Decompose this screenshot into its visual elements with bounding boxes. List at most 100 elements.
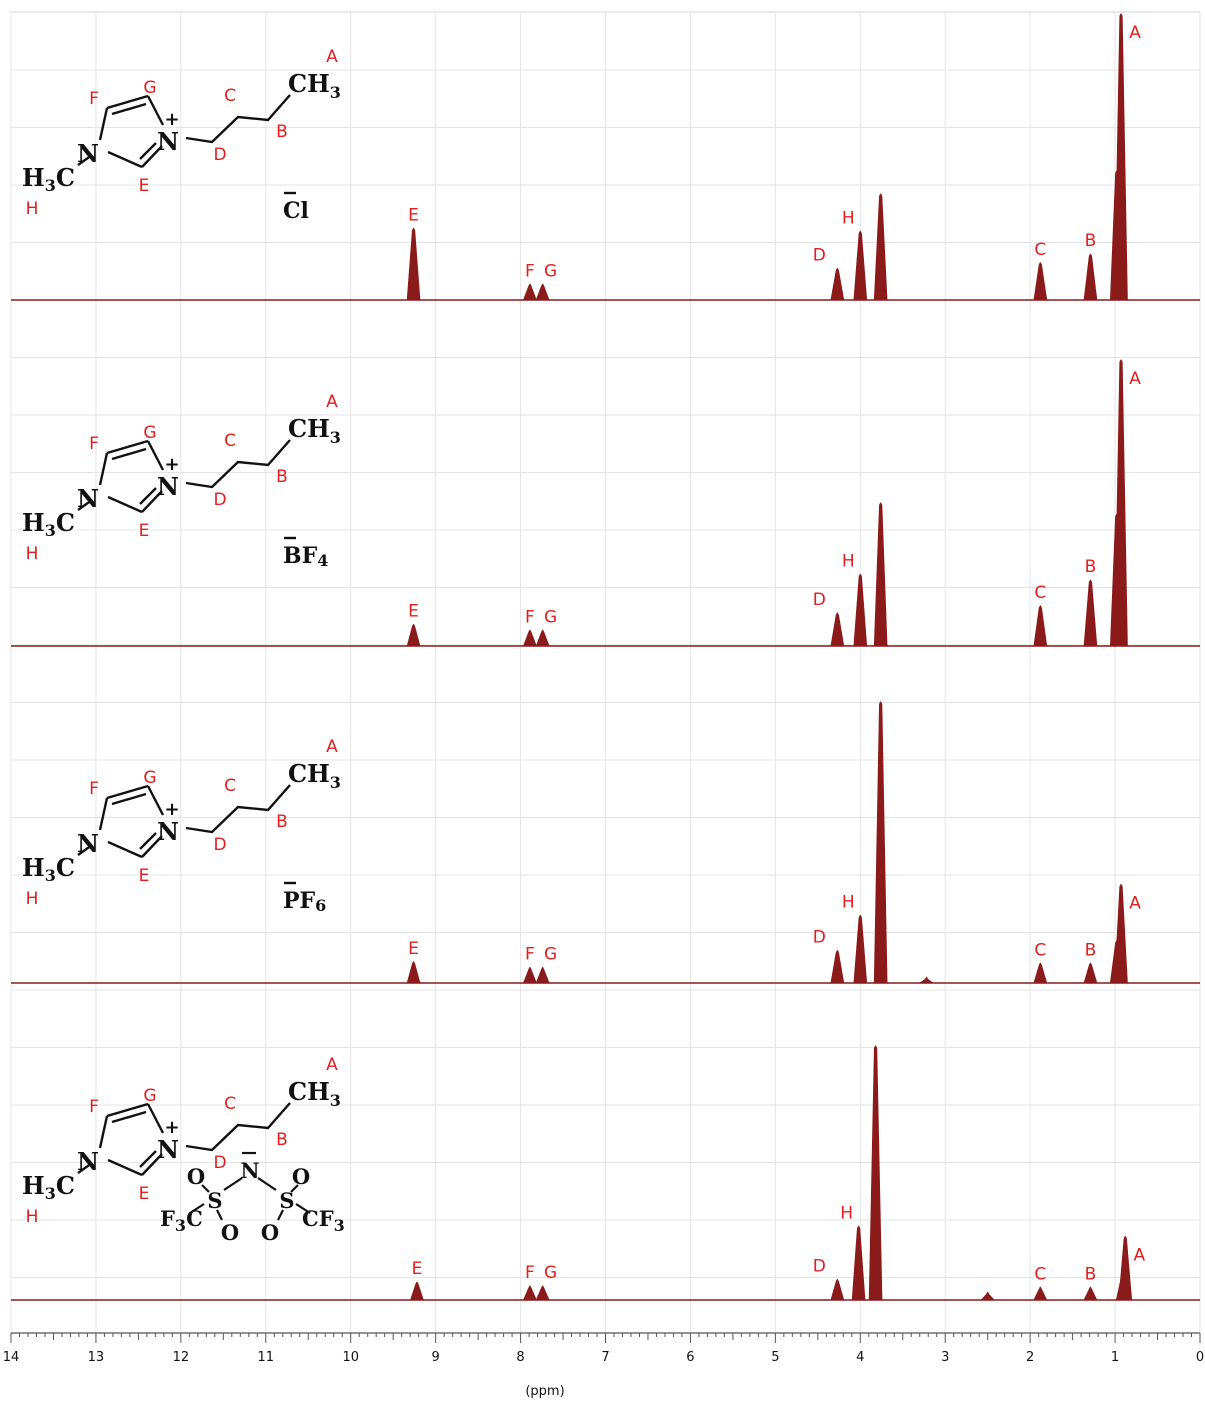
methyl-label: H3C	[22, 508, 75, 540]
spectrum-peak	[535, 283, 550, 301]
spectrum-peak	[1114, 13, 1128, 301]
ring-bond	[146, 440, 165, 471]
ring-bond	[139, 487, 157, 505]
spectrum-peak	[853, 573, 868, 647]
spectrum-peak	[853, 230, 868, 301]
spectrum-peak	[1114, 359, 1128, 647]
x-tick-label: 10	[342, 1350, 359, 1365]
atom-n1: N	[77, 1147, 99, 1176]
position-label-f: F	[89, 434, 99, 454]
ring-bond	[146, 95, 165, 126]
ring-bond	[107, 840, 143, 859]
peak-label-h: H	[842, 208, 855, 228]
atom-n1: N	[77, 484, 99, 513]
spectrum-peak	[523, 283, 537, 301]
position-label-d: D	[213, 490, 226, 510]
peak-label-g: G	[544, 261, 557, 281]
peak-label-g: G	[544, 945, 557, 965]
position-label-g: G	[143, 423, 156, 443]
peak-label-e: E	[412, 1259, 423, 1279]
spectrum-peak	[406, 961, 421, 984]
anion-bond	[290, 1184, 299, 1193]
position-label-c: C	[224, 776, 236, 796]
peak-label-f: F	[525, 1263, 535, 1283]
spectrum-peak	[523, 966, 537, 984]
grid	[10, 11, 1201, 1334]
peak-label-f: F	[525, 261, 535, 281]
peak-label-d: D	[813, 590, 826, 610]
position-label-f: F	[89, 89, 99, 109]
position-label-d: D	[213, 145, 226, 165]
position-label-h: H	[26, 199, 39, 219]
ring-bond	[111, 447, 147, 461]
position-label-f: F	[89, 1097, 99, 1117]
x-tick-label: 5	[771, 1350, 779, 1365]
anion-bond	[201, 1184, 210, 1193]
position-label-f: F	[89, 779, 99, 799]
butyl-chain	[185, 94, 291, 144]
position-label-e: E	[139, 521, 150, 541]
x-tick-label: 11	[258, 1350, 275, 1365]
anion-bond	[257, 1177, 277, 1191]
peak-label-g: G	[544, 607, 557, 627]
anion-bond	[189, 1203, 205, 1214]
peak-label-c: C	[1034, 940, 1046, 960]
spectrum-peak	[406, 623, 421, 647]
ring-bond	[107, 150, 143, 169]
atom-n3: N	[157, 817, 179, 846]
x-tick-label: 3	[941, 1350, 949, 1365]
peak-label-f: F	[525, 945, 535, 965]
peak-label-a: A	[1129, 23, 1141, 43]
anion-bond	[223, 1177, 243, 1191]
terminal-methyl-label: CH3	[288, 69, 341, 102]
ring-bond	[141, 145, 163, 168]
charge-plus: +	[164, 799, 179, 820]
terminal-methyl-label: CH3	[288, 759, 341, 792]
anion-cf3-left: F3C	[160, 1206, 203, 1235]
anion-atom-s-left: S	[207, 1188, 222, 1213]
charge-plus: +	[164, 109, 179, 130]
position-label-e: E	[139, 866, 150, 886]
peak-label-c: C	[1034, 583, 1046, 603]
atom-n1: N	[77, 139, 99, 168]
position-label-b: B	[276, 812, 288, 832]
position-label-g: G	[143, 768, 156, 788]
spectrum-peak	[1033, 262, 1048, 301]
anion-atom-n: N	[240, 1158, 259, 1183]
ring-bond	[106, 94, 149, 110]
butyl-chain	[185, 1102, 291, 1152]
methyl-bond	[77, 844, 93, 856]
ring-bond	[107, 1158, 143, 1177]
peak-label-b: B	[1085, 557, 1097, 577]
atom-n3: N	[157, 127, 179, 156]
spectrum-peak	[1033, 962, 1048, 984]
ring-bond	[111, 1110, 147, 1124]
ring-bond	[146, 785, 165, 816]
ring-bond	[106, 784, 149, 800]
peak-label-a: A	[1133, 1246, 1145, 1266]
methyl-label: H3C	[22, 163, 75, 195]
methyl-bond	[77, 1162, 93, 1174]
anion-atom-s-right: S	[279, 1188, 294, 1213]
position-label-h: H	[26, 544, 39, 564]
ring-bond	[139, 142, 157, 160]
spectrum-peak	[1118, 1235, 1133, 1301]
position-label-b: B	[276, 122, 288, 142]
anion-atom-o: O	[187, 1164, 205, 1189]
peak-label-e: E	[408, 206, 419, 226]
ring-bond	[98, 1115, 109, 1149]
ring-bond	[111, 102, 147, 116]
x-tick-label: 12	[173, 1350, 190, 1365]
position-label-c: C	[224, 1094, 236, 1114]
ring-bond	[141, 490, 163, 513]
position-label-a: A	[326, 47, 338, 67]
spectrum-peak	[1083, 1286, 1098, 1301]
anion-bond	[216, 1209, 223, 1221]
position-label-b: B	[276, 1130, 288, 1150]
